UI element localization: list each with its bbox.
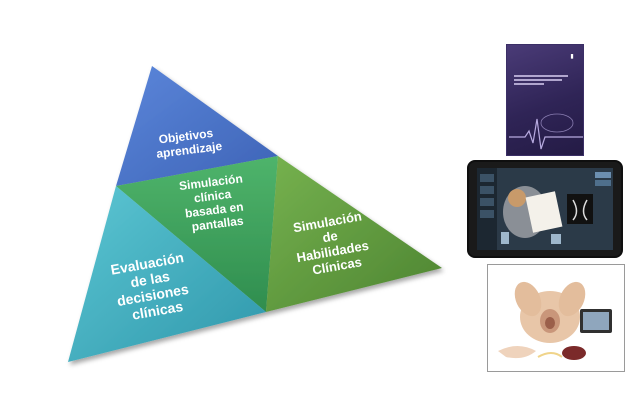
center-label: Simulación clínica basada en pantallas — [178, 171, 252, 235]
tablet-app-image — [467, 160, 623, 258]
book-cover-icon: ▮ — [570, 54, 574, 60]
pyramid-left-face — [68, 186, 266, 362]
book-cover-text-lines — [514, 73, 578, 87]
tablet-app-icon — [477, 168, 613, 250]
book-cover-image: ▮ — [506, 44, 584, 156]
ecg-waveform-icon — [509, 113, 583, 150]
birth-manikin-image — [487, 264, 625, 372]
birth-manikin-icon — [498, 281, 612, 360]
pyramid-right-face — [266, 156, 442, 312]
pyramid-center-face — [116, 156, 278, 312]
pyramid-top-face — [116, 66, 278, 186]
